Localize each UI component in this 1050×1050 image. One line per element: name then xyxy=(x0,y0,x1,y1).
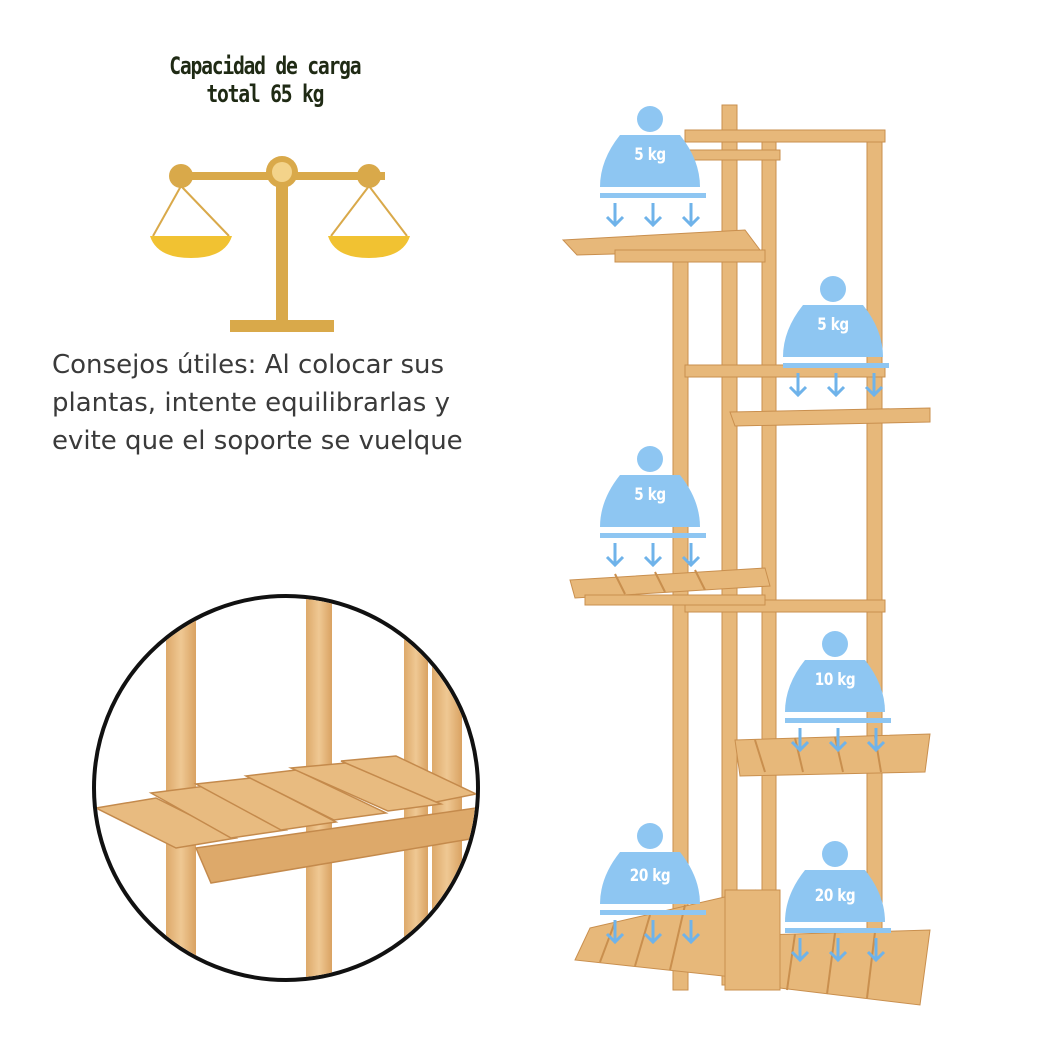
weight-label: 5 kg xyxy=(634,485,666,505)
weight-icon: 20 kg xyxy=(785,840,891,963)
tip-line: plantas, intente equilibrarlas y xyxy=(52,388,450,418)
balance-scale-icon xyxy=(145,150,415,345)
shelf-detail-zoom xyxy=(92,594,480,982)
weight-icon-graphic xyxy=(600,823,706,945)
tip-line: evite que el soporte se vuelque xyxy=(52,426,463,456)
weight-label: 20 kg xyxy=(629,866,671,886)
weight-icon: 5 kg xyxy=(783,275,889,398)
weight-icon: 5 kg xyxy=(600,105,706,228)
weight-icon-graphic xyxy=(785,631,891,753)
weight-icon-graphic xyxy=(600,446,706,568)
weight-label: 20 kg xyxy=(814,886,856,906)
plant-shelf-illustration xyxy=(555,100,945,1025)
tip-text: Consejos útiles: Al colocar sus plantas,… xyxy=(52,346,512,460)
title: Capacidad de carga total 65 kg xyxy=(169,52,361,108)
tip-line: Consejos útiles: Al colocar sus xyxy=(52,350,445,380)
weight-label: 10 kg xyxy=(814,670,856,690)
weight-icon: 20 kg xyxy=(600,822,706,945)
weight-label: 5 kg xyxy=(817,315,849,335)
weight-icon: 5 kg xyxy=(600,445,706,568)
weight-icon-graphic xyxy=(783,276,889,398)
weight-icon-graphic xyxy=(600,106,706,228)
weight-label: 5 kg xyxy=(634,145,666,165)
weight-icon-graphic xyxy=(785,841,891,963)
weight-icon: 10 kg xyxy=(785,630,891,753)
